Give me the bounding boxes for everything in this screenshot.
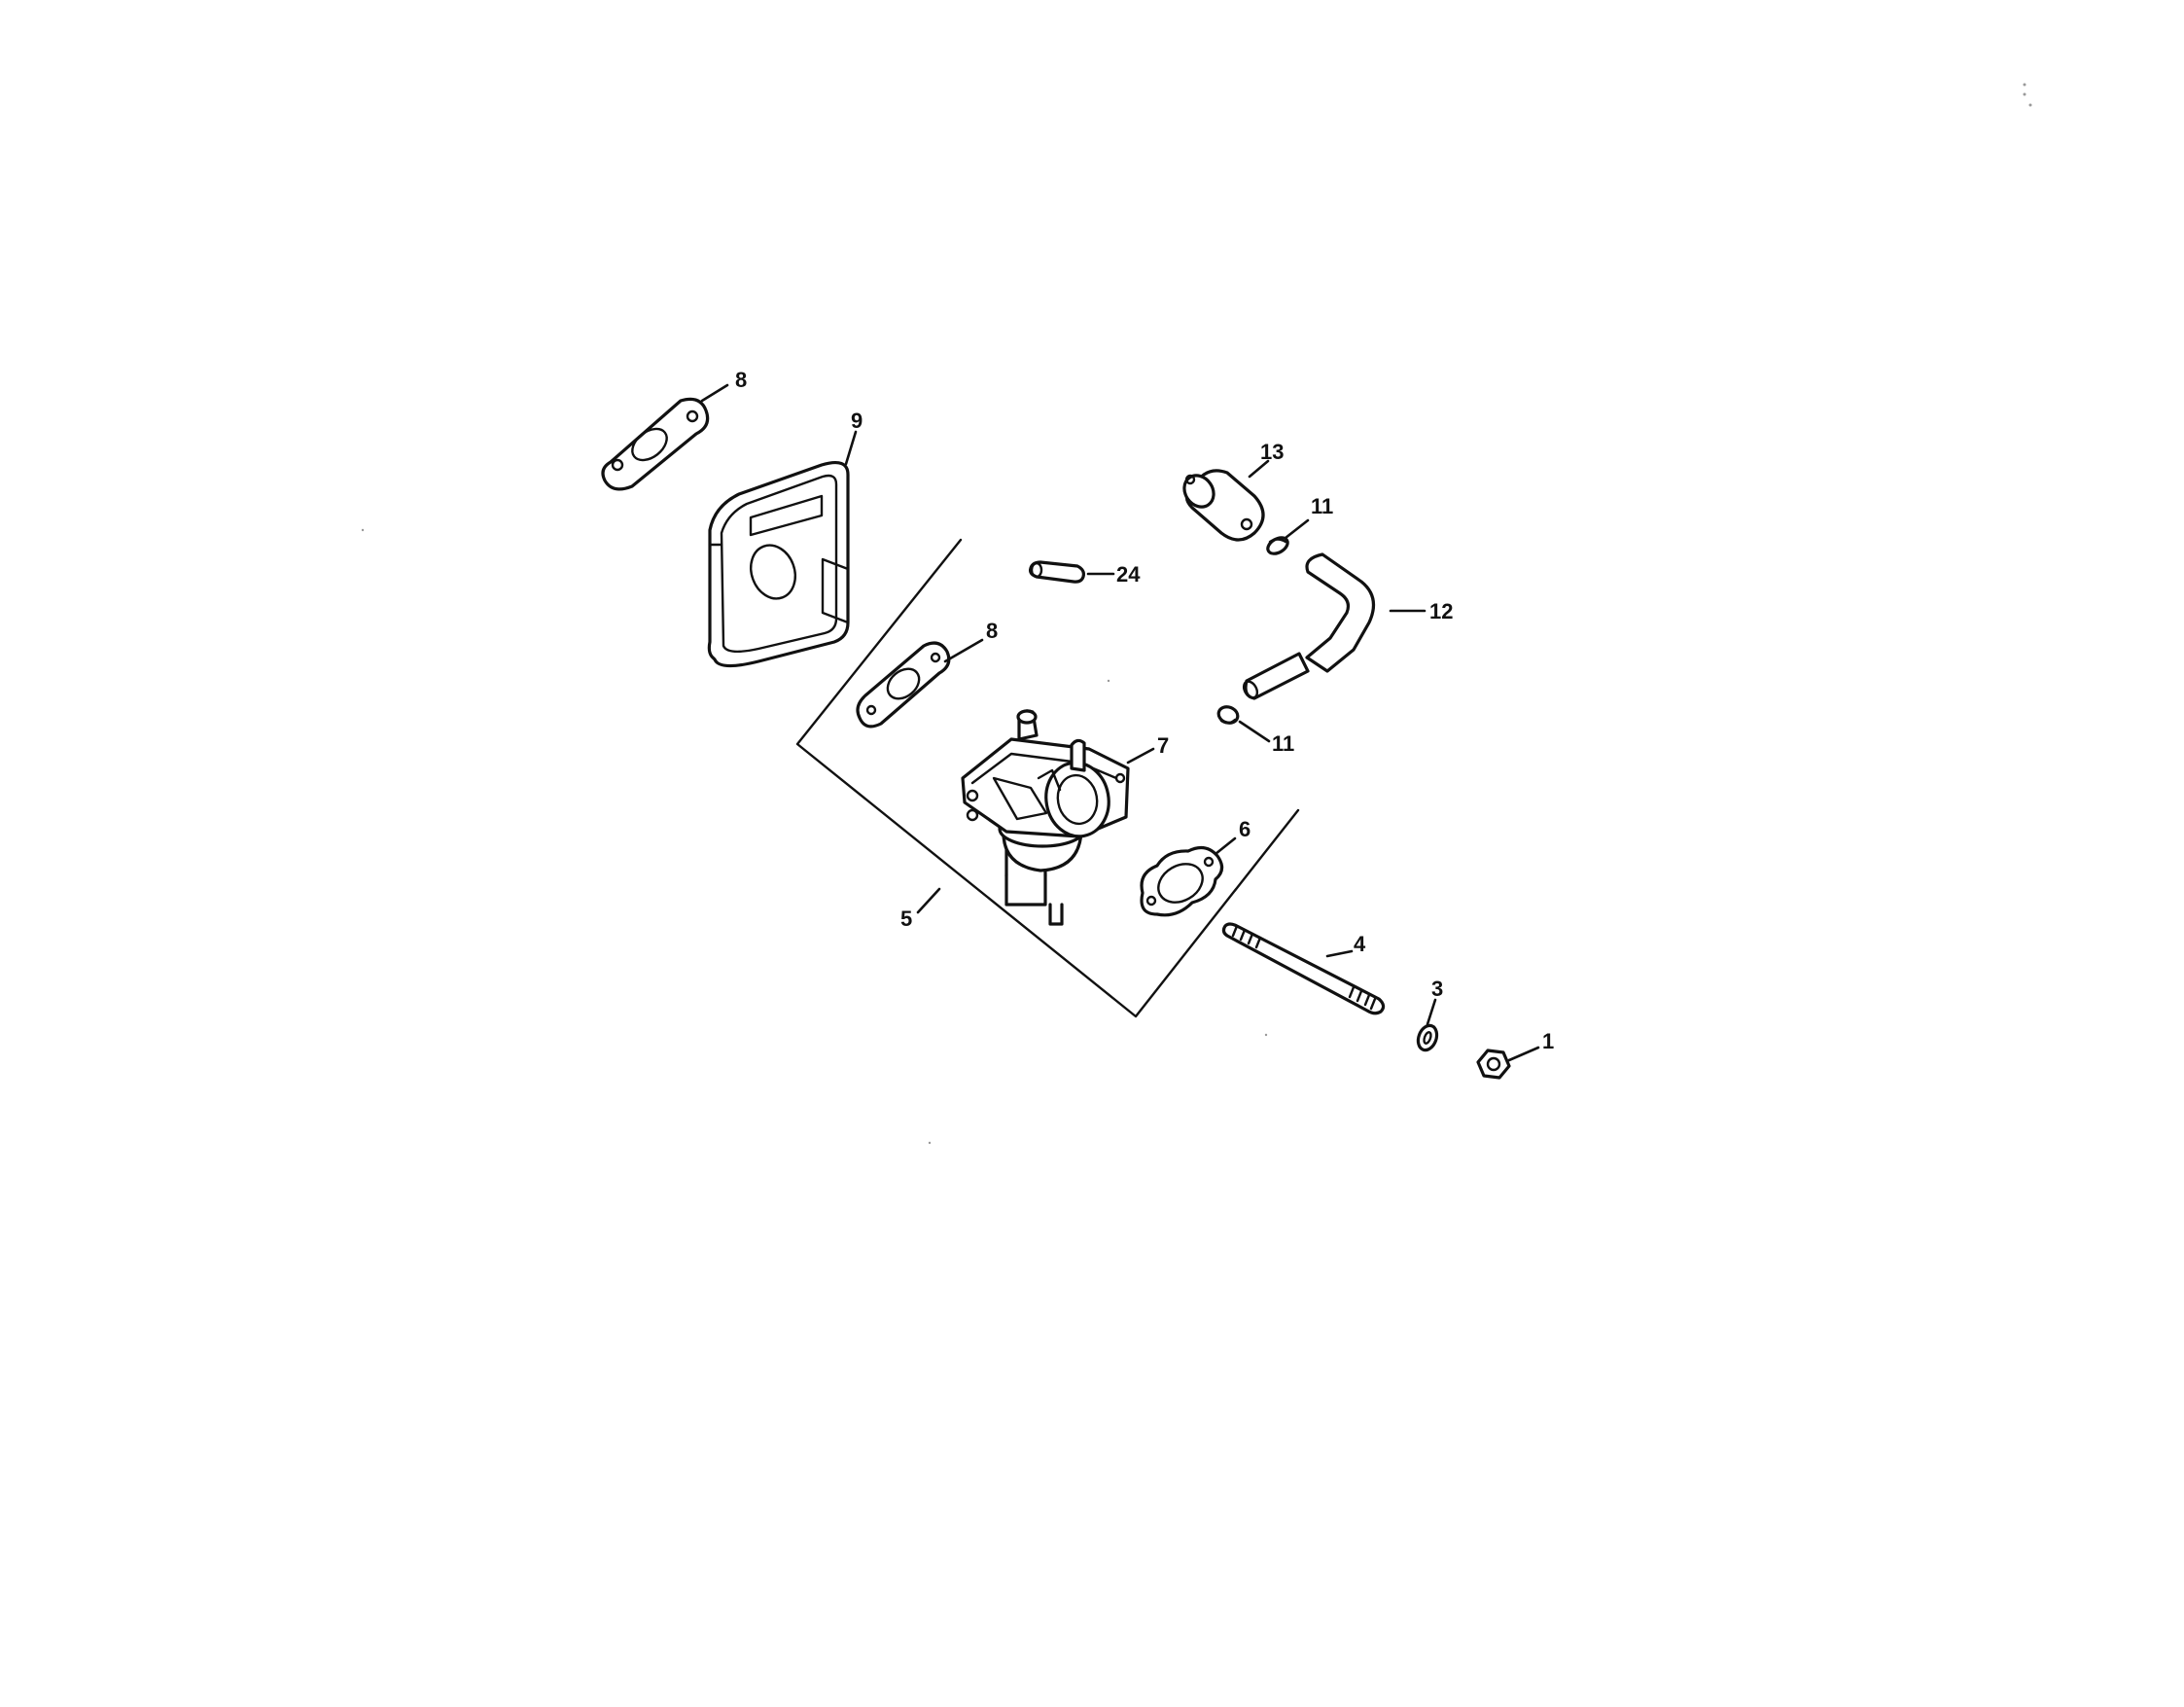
callout-3: 3	[1431, 977, 1443, 1001]
callout-4: 4	[1354, 932, 1366, 956]
callout-7: 7	[1157, 733, 1169, 758]
callout-labels: 8 9 13 11 24 12 8 11 7 6 5 4 3 1	[735, 368, 1554, 1053]
fuel-line[interactable]	[1241, 552, 1376, 700]
carburetor[interactable]	[961, 709, 1130, 926]
stud-bolt[interactable]	[1221, 922, 1386, 1015]
gasket-lower[interactable]	[856, 641, 951, 729]
leader-lines	[700, 383, 1540, 1062]
scan-specks	[361, 83, 2032, 1145]
callout-1: 1	[1542, 1029, 1554, 1053]
callout-24: 24	[1116, 562, 1141, 587]
carburetor-assembly-outline	[795, 538, 1300, 1018]
hose-clamp-upper[interactable]	[1265, 534, 1290, 556]
callout-11-upper: 11	[1311, 494, 1333, 518]
callout-11-lower: 11	[1272, 731, 1294, 756]
pin[interactable]	[1029, 560, 1085, 584]
gasket-upper[interactable]	[601, 397, 710, 491]
heat-shield-plate[interactable]	[707, 461, 850, 668]
fuel-filter[interactable]	[1179, 469, 1265, 542]
lock-washer[interactable]	[1415, 1023, 1440, 1053]
hex-nut[interactable]	[1476, 1049, 1511, 1080]
callout-12: 12	[1429, 599, 1453, 623]
callout-6: 6	[1239, 817, 1251, 841]
callout-9: 9	[851, 409, 863, 433]
callout-13: 13	[1260, 440, 1284, 464]
gasket-carburetor[interactable]	[1140, 845, 1224, 917]
hose-clamp-lower[interactable]	[1216, 704, 1240, 726]
callout-8-upper: 8	[735, 368, 747, 392]
callout-8-lower: 8	[986, 619, 998, 643]
callout-5: 5	[900, 907, 912, 931]
